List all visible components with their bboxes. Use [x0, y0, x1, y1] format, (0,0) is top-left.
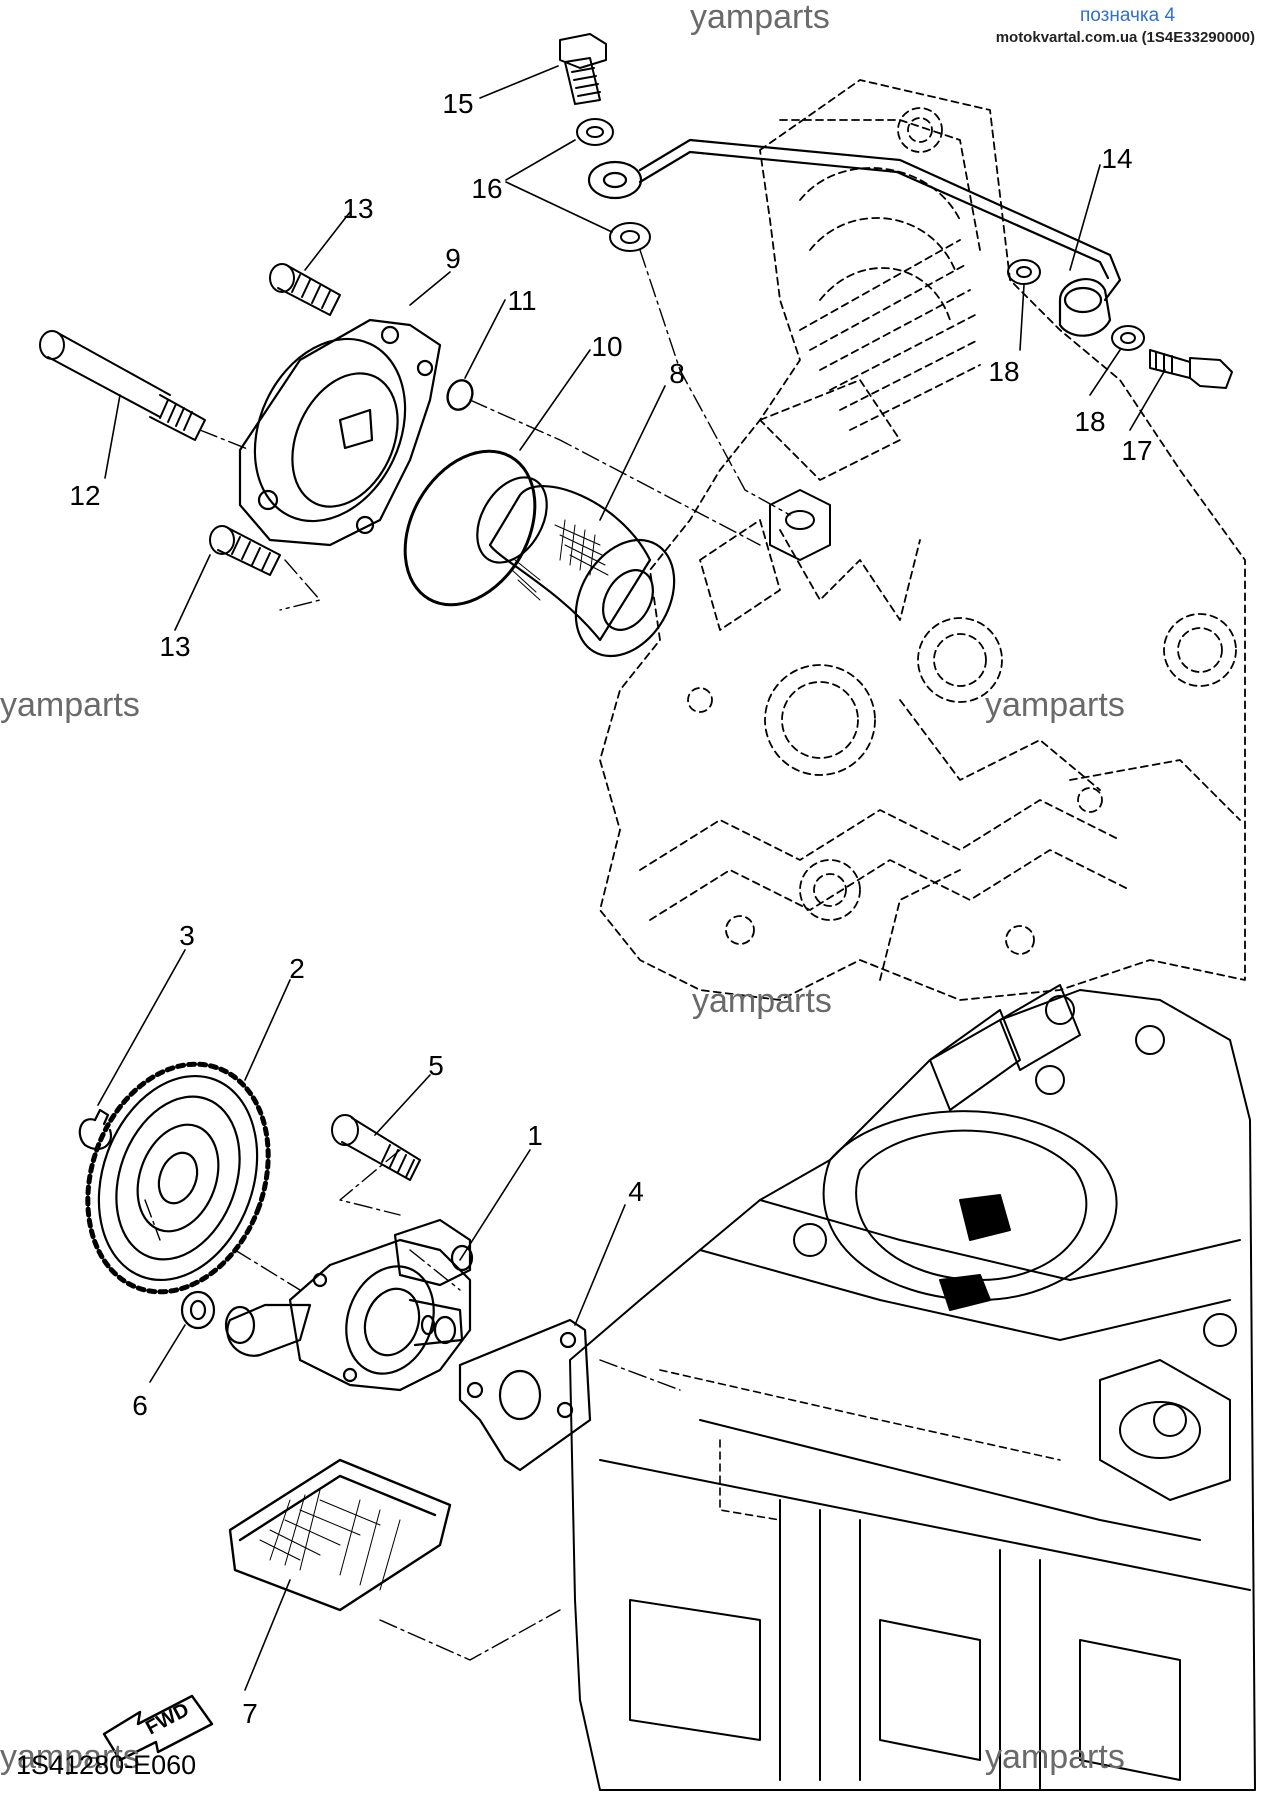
- oil-delivery-boss: [769, 489, 831, 561]
- callout-18-right: 18: [1074, 406, 1106, 437]
- watermark: yamparts: [0, 1738, 140, 1776]
- oil-pump-assembly: [224, 1218, 474, 1392]
- callout-18-left: 18: [988, 356, 1020, 387]
- watermark: yamparts: [692, 982, 832, 1020]
- callout-9: 9: [445, 243, 461, 274]
- callout-12: 12: [69, 480, 101, 511]
- filter-mesh-pattern: [511, 519, 609, 601]
- watermark: yamparts: [985, 1738, 1125, 1776]
- assembly-guide-lines: [144, 249, 791, 1661]
- callout-leader-lines: [97, 65, 1166, 1691]
- union-bolt-right: [1149, 349, 1233, 389]
- callout-11: 11: [507, 285, 537, 316]
- callout-14: 14: [1101, 143, 1133, 174]
- callout-8: 8: [669, 358, 685, 389]
- watermark: yamparts: [985, 686, 1125, 724]
- upper-crankcase-outline: [599, 79, 1246, 1001]
- watermark: yamparts: [0, 686, 140, 724]
- pump-mounting-bolt: [331, 1114, 421, 1181]
- lower-crankcase-outline: [569, 984, 1256, 1791]
- copper-washers-top: [576, 118, 651, 252]
- callout-2: 2: [289, 953, 305, 984]
- large-o-ring: [403, 449, 537, 607]
- callout-6: 6: [132, 1390, 148, 1421]
- union-bolt-top: [559, 33, 607, 105]
- header-source-reference: motokvartal.com.ua (1S4E33290000): [995, 29, 1255, 46]
- forward-direction-arrow: [102, 1694, 214, 1762]
- watermark: yamparts: [690, 0, 830, 36]
- oil-pump-drive-gear: [85, 1061, 271, 1295]
- pump-collar: [180, 1290, 216, 1330]
- copper-washers-right: [1007, 259, 1145, 351]
- callout-1: 1: [527, 1120, 543, 1151]
- callout-4: 4: [628, 1176, 644, 1207]
- strainer-mesh-pattern: [259, 1489, 401, 1591]
- callout-5: 5: [428, 1050, 444, 1081]
- oil-filter-cover: [238, 318, 442, 547]
- circlip: [78, 1108, 113, 1151]
- short-cover-bolts: [209, 263, 341, 576]
- long-cover-bolt: [39, 330, 206, 441]
- oil-filter-element: [476, 476, 676, 658]
- small-o-ring: [446, 379, 474, 411]
- header-label: позначка 4: [1079, 5, 1176, 26]
- callout-16: 16: [471, 173, 503, 204]
- callout-3: 3: [179, 920, 195, 951]
- callout-15: 15: [442, 88, 474, 119]
- callout-7: 7: [242, 1698, 258, 1729]
- oil-strainer: [228, 1458, 452, 1612]
- lower-crankcase-hidden-edges: [659, 1369, 1061, 1521]
- callout-17: 17: [1121, 435, 1153, 466]
- callout-10: 10: [591, 331, 623, 362]
- callout-13-top: 13: [342, 193, 374, 224]
- callout-13-bottom: 13: [159, 631, 191, 662]
- oil-delivery-pipe: [587, 138, 1122, 337]
- diagram-code: 1S41280-E060: [16, 1750, 197, 1780]
